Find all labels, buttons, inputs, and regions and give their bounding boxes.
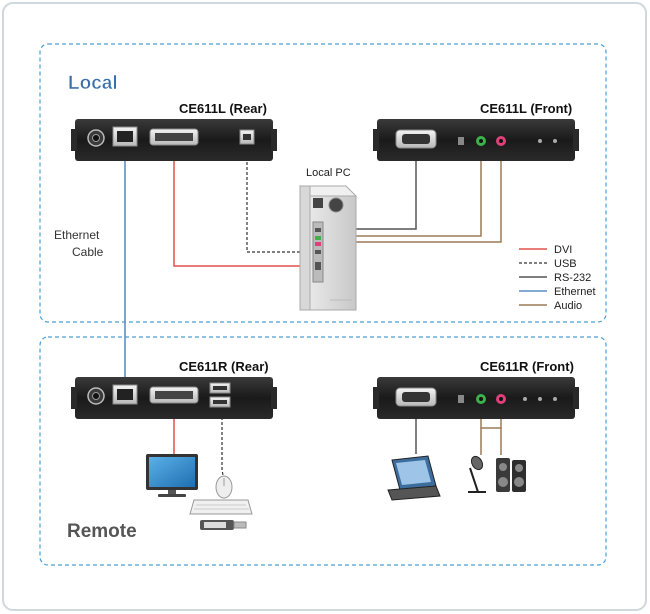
serial-terminal-icon <box>387 455 441 501</box>
audio-cable-local-2 <box>322 148 502 243</box>
rs232-port-icon <box>395 129 437 149</box>
legend-item-rs232: RS-232 <box>519 272 591 284</box>
ce611r-rear-device <box>71 377 277 419</box>
power-port-icon <box>87 387 105 405</box>
local-zone <box>39 43 607 323</box>
ce611l-rear-device <box>71 119 277 161</box>
dvi-cable-local <box>173 142 314 267</box>
legend-item-ethernet: Ethernet <box>519 286 596 298</box>
local-pc-icon <box>298 185 358 311</box>
remote-zone-title: Remote <box>67 521 137 542</box>
rs232-port-icon <box>395 387 437 407</box>
local-zone-title: Local <box>68 73 118 94</box>
power-port-icon <box>87 129 105 147</box>
audio-jack-pink-icon <box>496 136 506 146</box>
usb-a-ports-icon <box>209 382 231 408</box>
ce611r-front-device <box>373 377 579 419</box>
legend-label-ethernet: Ethernet <box>554 286 596 298</box>
usb-cable-remote <box>221 412 225 481</box>
audio-jack-green-icon <box>476 136 486 146</box>
legend: DVI USB RS-232 Ethernet Audio <box>519 244 596 312</box>
legend-item-dvi: DVI <box>519 244 572 256</box>
usb-b-port-icon <box>239 129 255 145</box>
remote-front-label: CE611R (Front) <box>480 359 574 374</box>
usb-cable-local <box>246 142 312 253</box>
speakers-icon <box>496 458 526 492</box>
legend-label-rs232: RS-232 <box>554 272 591 284</box>
remote-rear-label: CE611R (Rear) <box>179 359 269 374</box>
legend-item-usb: USB <box>519 258 577 270</box>
microphone-icon <box>468 455 486 493</box>
usb-drive-icon <box>200 520 247 530</box>
audio-jack-pink-icon <box>496 394 506 404</box>
dvi-port-icon <box>149 128 199 146</box>
ethernet-port-icon <box>112 126 138 147</box>
remote-zone <box>39 336 607 566</box>
ethernet-port-icon <box>112 384 138 405</box>
legend-label-audio: Audio <box>554 300 582 312</box>
legend-label-usb: USB <box>554 258 577 270</box>
audio-jack-green-icon <box>476 394 486 404</box>
legend-item-audio: Audio <box>519 300 582 312</box>
ethernet-cable-label-line1: Ethernet <box>54 228 100 242</box>
monitor-icon <box>146 454 198 497</box>
local-pc-label: Local PC <box>306 167 351 179</box>
dvi-port-icon <box>149 386 199 404</box>
ethernet-cable-label-line2: Cable <box>72 245 104 259</box>
keyboard-icon <box>189 499 253 515</box>
local-rear-label: CE611L (Rear) <box>179 101 267 116</box>
local-front-label: CE611L (Front) <box>480 101 572 116</box>
mouse-icon <box>215 475 233 499</box>
ce611l-front-device <box>373 119 579 161</box>
audio-cable-local-1 <box>322 148 482 237</box>
legend-label-dvi: DVI <box>554 244 572 256</box>
